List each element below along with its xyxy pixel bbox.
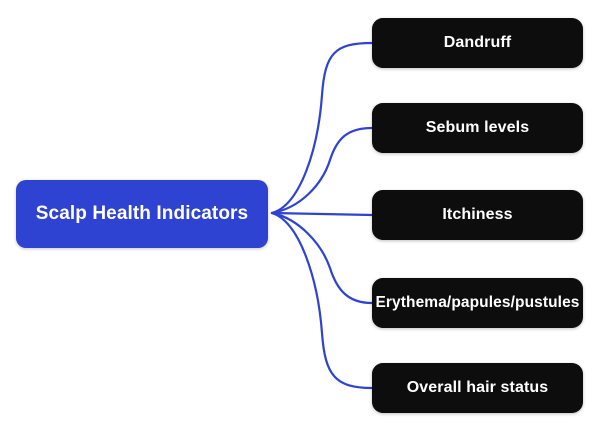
root-node-scalp-health-indicators[interactable]: Scalp Health Indicators (16, 180, 268, 248)
edge-to-sebum-levels (270, 126, 374, 215)
branch-node-sebum-levels[interactable]: Sebum levels (372, 103, 583, 153)
branch-node-dandruff[interactable]: Dandruff (372, 18, 583, 68)
branch-node-overall-hair-status[interactable]: Overall hair status (372, 363, 583, 413)
branch-node-erythema-papules-pustules[interactable]: Erythema/papules/pustules (372, 278, 583, 328)
branch-node-label: Dandruff (443, 34, 512, 51)
branch-node-label: Erythema/papules/pustules (375, 294, 580, 311)
branch-node-itchiness[interactable]: Itchiness (372, 190, 583, 240)
branch-node-label: Overall hair status (406, 379, 549, 396)
edge-to-erythema (270, 211, 374, 305)
branch-node-label: Itchiness (442, 206, 513, 223)
branch-node-label: Sebum levels (425, 119, 530, 136)
edge-to-overall-hair-status (270, 211, 374, 390)
edge-to-itchiness (270, 211, 374, 217)
edge-to-dandruff (270, 41, 374, 215)
root-node-label: Scalp Health Indicators (35, 203, 249, 224)
